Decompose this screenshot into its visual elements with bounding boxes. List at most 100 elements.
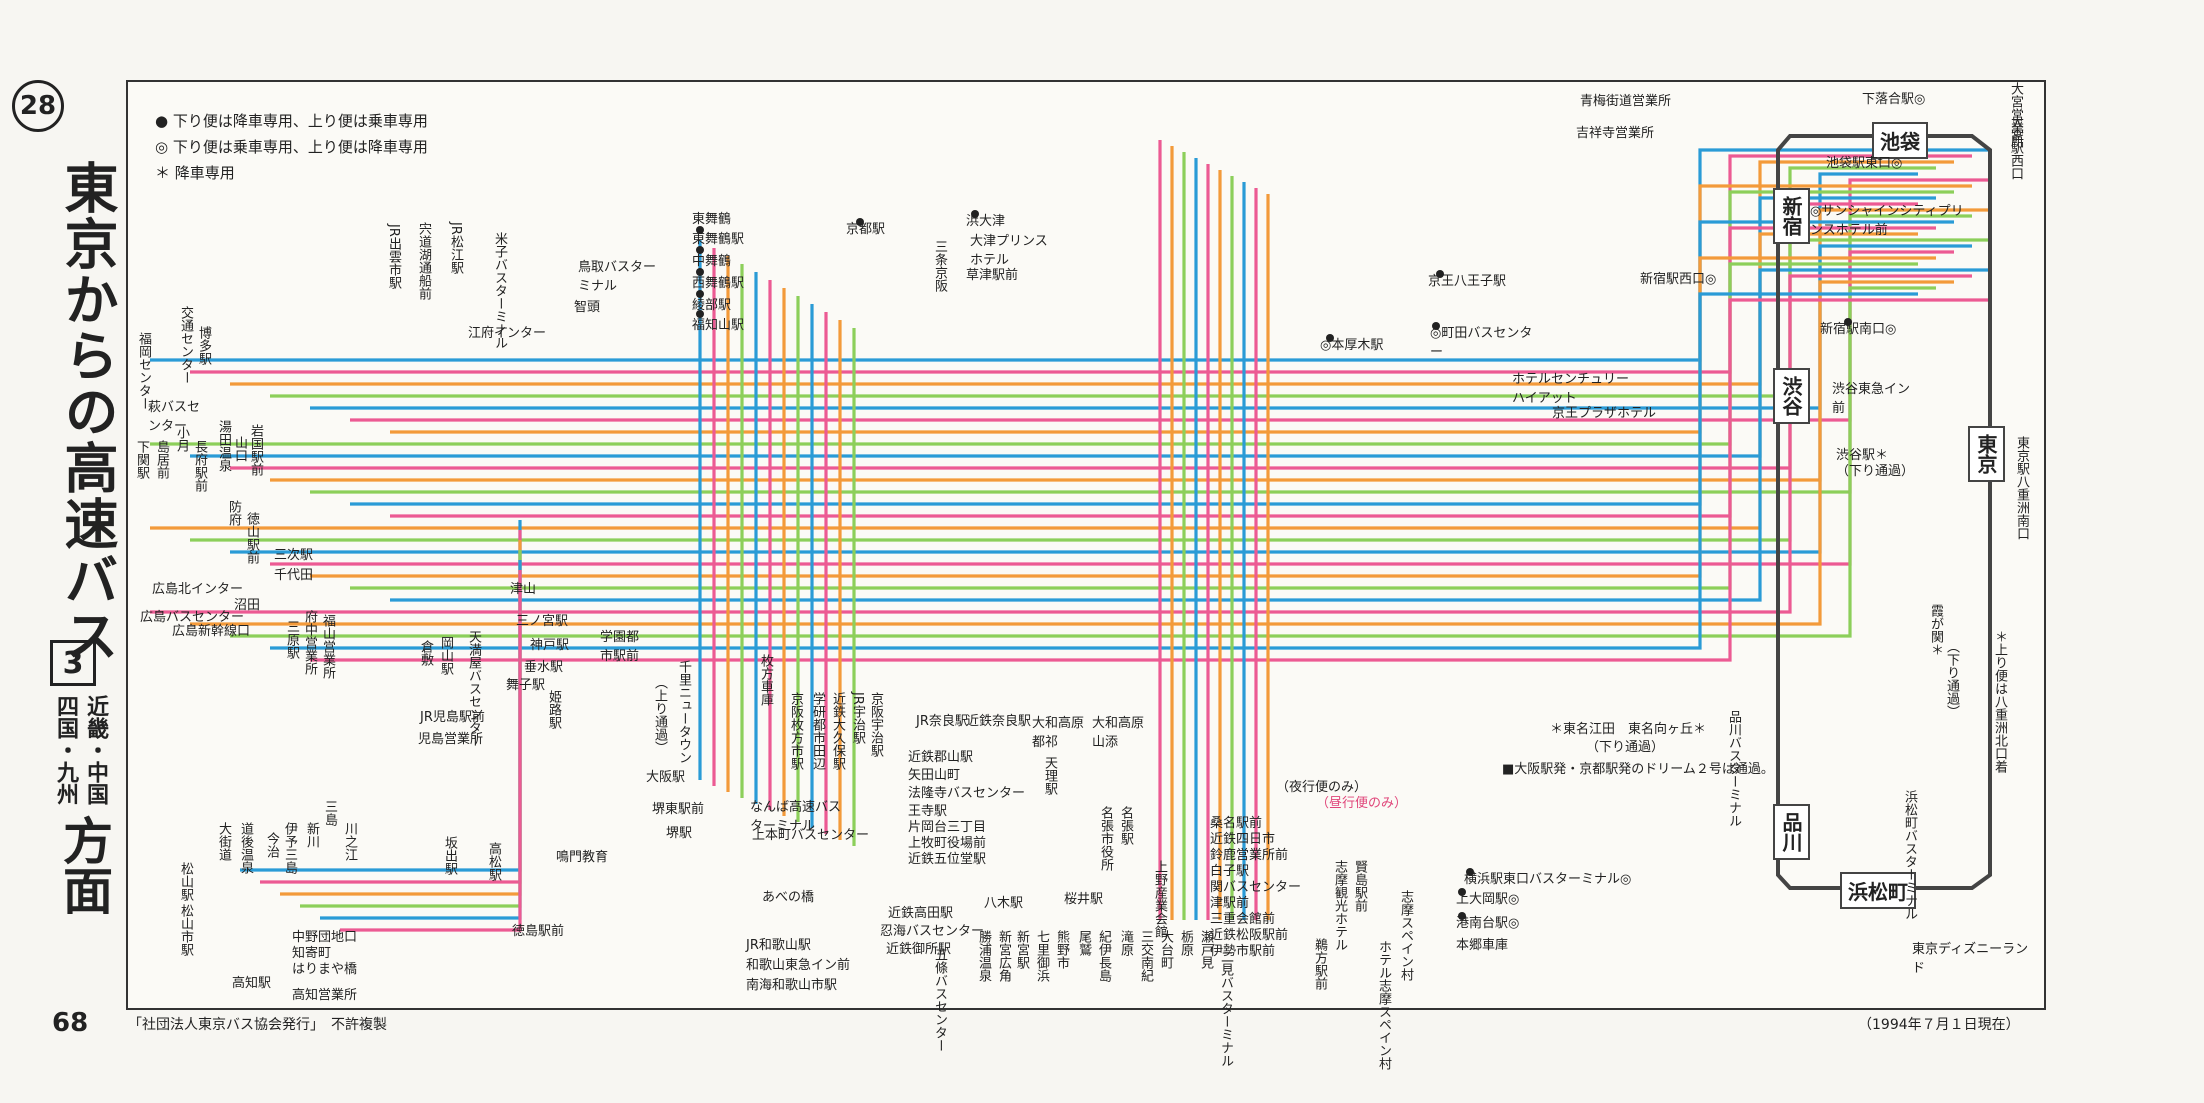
stop-label: 池袋駅東口◎ — [1826, 156, 1903, 171]
station-dot-icon — [1436, 270, 1444, 278]
stop-label: 近鉄松阪駅前 — [1210, 928, 1289, 943]
stop-label: 志摩観光ホテル — [1332, 860, 1347, 951]
stop-label: 堺東駅前 — [652, 802, 705, 817]
stop-label: 児島営業所 — [418, 732, 484, 747]
stop-label: 大宮営業所 — [2008, 82, 2023, 147]
route-line — [230, 286, 1936, 638]
route-line — [390, 268, 1990, 602]
route-line — [190, 238, 1990, 542]
stop-label: 鳥取バスターミナル — [578, 260, 657, 294]
stop-label: 二見バスターミナル — [1218, 950, 1233, 1067]
hub-shinagawa: 品川 — [1773, 804, 1810, 860]
stop-label: 徳島駅前 — [512, 924, 565, 939]
stop-label: JR出雲市駅 — [386, 224, 401, 289]
stop-label: 草津駅前 — [966, 268, 1019, 283]
stop-label: 倉敷 — [418, 640, 433, 666]
route-note: ■大阪駅発・京都駅発のドリーム２号は通過。 — [1502, 762, 1774, 777]
stop-label: 近鉄四日市 — [1210, 832, 1276, 847]
stop-label: 垂水駅 — [524, 660, 564, 675]
stop-label: 名張市役所 — [1098, 806, 1113, 871]
station-dot-icon — [696, 226, 704, 234]
stop-label: 桜井駅 — [1064, 892, 1104, 907]
stop-label: 智頭 — [574, 300, 601, 315]
stop-label: 岡山駅 — [438, 636, 453, 675]
stop-label: 江府インター — [468, 326, 547, 341]
route-note: （昼行便のみ） — [1316, 796, 1408, 811]
stop-label: 青梅街道営業所 — [1580, 94, 1672, 109]
stop-label: 霞が関＊ — [1928, 604, 1943, 656]
stop-label: 松山市駅 — [178, 904, 193, 956]
stop-label: 道後温泉 — [238, 822, 253, 874]
station-dot-icon — [856, 218, 864, 226]
stop-label: 近鉄奈良駅 — [966, 714, 1032, 729]
subtitle-region-right: 近畿・中国 — [83, 695, 109, 805]
stop-label: 京阪枚方市駅 — [788, 692, 803, 770]
stop-label: 鈴鹿営業所前 — [1210, 848, 1289, 863]
stop-label: あべの橋 — [762, 890, 815, 905]
stop-label: 大和高原都祁 — [1032, 716, 1085, 750]
stop-label: 本郷車庫 — [1456, 938, 1509, 953]
direction-label: 方面 — [55, 815, 114, 915]
stop-label: 三条京阪 — [932, 240, 947, 292]
stop-label: 広島新幹線口 — [172, 624, 251, 639]
page-title: 東京からの高速バス — [55, 160, 119, 664]
stop-label: 鳴門教育 — [556, 850, 609, 865]
stop-label: 今治 — [264, 832, 279, 858]
station-dot-icon — [1844, 318, 1852, 326]
route-note: （夜行便のみ） — [1276, 780, 1368, 795]
stop-label: ホテル志摩スペイン村 — [1376, 940, 1391, 1070]
stop-label: 志摩スペイン村 — [1398, 890, 1413, 981]
route-map-frame — [126, 80, 2046, 1010]
legend-double-circle-icon: ◎ — [155, 138, 169, 156]
stop-label: 米子バスターミナル — [492, 232, 507, 349]
stop-label: 坂出駅 — [442, 836, 457, 875]
stop-label: 新宿駅西口◎ — [1640, 272, 1717, 287]
legend-item: ◎ 下り便は乗車専用、上り便は降車専用 — [155, 136, 428, 157]
publisher-note: 「社団法人東京バス協会発行」 不許複製 — [128, 1017, 387, 1033]
stop-label: 東京ディズニーランド — [1912, 942, 2029, 976]
stop-label: 府中営業所 — [302, 610, 317, 675]
station-dot-icon — [971, 210, 979, 218]
stop-label: 川之江 — [342, 822, 357, 861]
stop-label: 大津プリンスホテル — [970, 234, 1048, 268]
stop-label: 伊予三島 — [282, 822, 297, 874]
stop-label: 浜大津 — [966, 214, 1006, 229]
stop-label: 近鉄郡山駅 — [908, 750, 974, 765]
stop-label: 和歌山東急イン前 — [746, 958, 851, 973]
stop-label: 近鉄高田駅 — [888, 906, 954, 921]
stop-label: 島居前 — [154, 440, 169, 479]
stop-label: 新川 — [304, 822, 319, 848]
stop-label: （下り通過） — [1836, 464, 1915, 479]
stop-label: 交通センター — [178, 306, 193, 384]
stop-label: 大街道 — [216, 822, 231, 861]
station-dot-icon — [1432, 322, 1440, 330]
stop-label: 高知営業所 — [292, 988, 358, 1003]
stop-label: ホテルセンチュリーハイアット — [1512, 372, 1630, 406]
stop-label: 桑名駅前 — [1210, 816, 1263, 831]
stop-label: 新宮駅 — [1014, 930, 1029, 969]
stop-label: ＊上り便は八重洲北口着 — [1992, 630, 2007, 773]
stop-label: 渋谷駅＊ — [1836, 448, 1889, 463]
stop-label: 湯田温泉 — [216, 420, 231, 472]
stop-label: 枚方車庫 — [758, 654, 773, 706]
stop-label: JR児島駅前 — [420, 710, 485, 725]
stop-label: 福山営業所 — [320, 614, 335, 679]
stop-label: JR宇治駅 — [850, 692, 865, 744]
stop-label: 三次駅 — [274, 548, 314, 563]
stop-label: 東京駅八重洲南口 — [2014, 436, 2029, 540]
stop-label: 千代田 — [274, 568, 314, 583]
stop-label: ◎町田バスセンター — [1430, 326, 1533, 360]
route-line — [190, 280, 1954, 626]
stop-label: 浜松町バスターミナル — [1902, 790, 1917, 920]
stop-label: 下関駅 — [134, 440, 149, 479]
stop-label: 小月 — [174, 426, 189, 452]
stop-label: 防府 — [226, 500, 241, 526]
stop-label: 栃原 — [1178, 930, 1193, 956]
stop-label: JR松江駅 — [448, 222, 463, 274]
hub-tokyo: 東京 — [1968, 426, 2005, 482]
stop-label: 七里御浜 — [1034, 930, 1049, 982]
stop-label: 大和高原山添 — [1092, 716, 1145, 750]
stop-label: 学研都市田辺 — [810, 692, 825, 770]
stop-label: 京王プラザホテル — [1552, 406, 1657, 421]
